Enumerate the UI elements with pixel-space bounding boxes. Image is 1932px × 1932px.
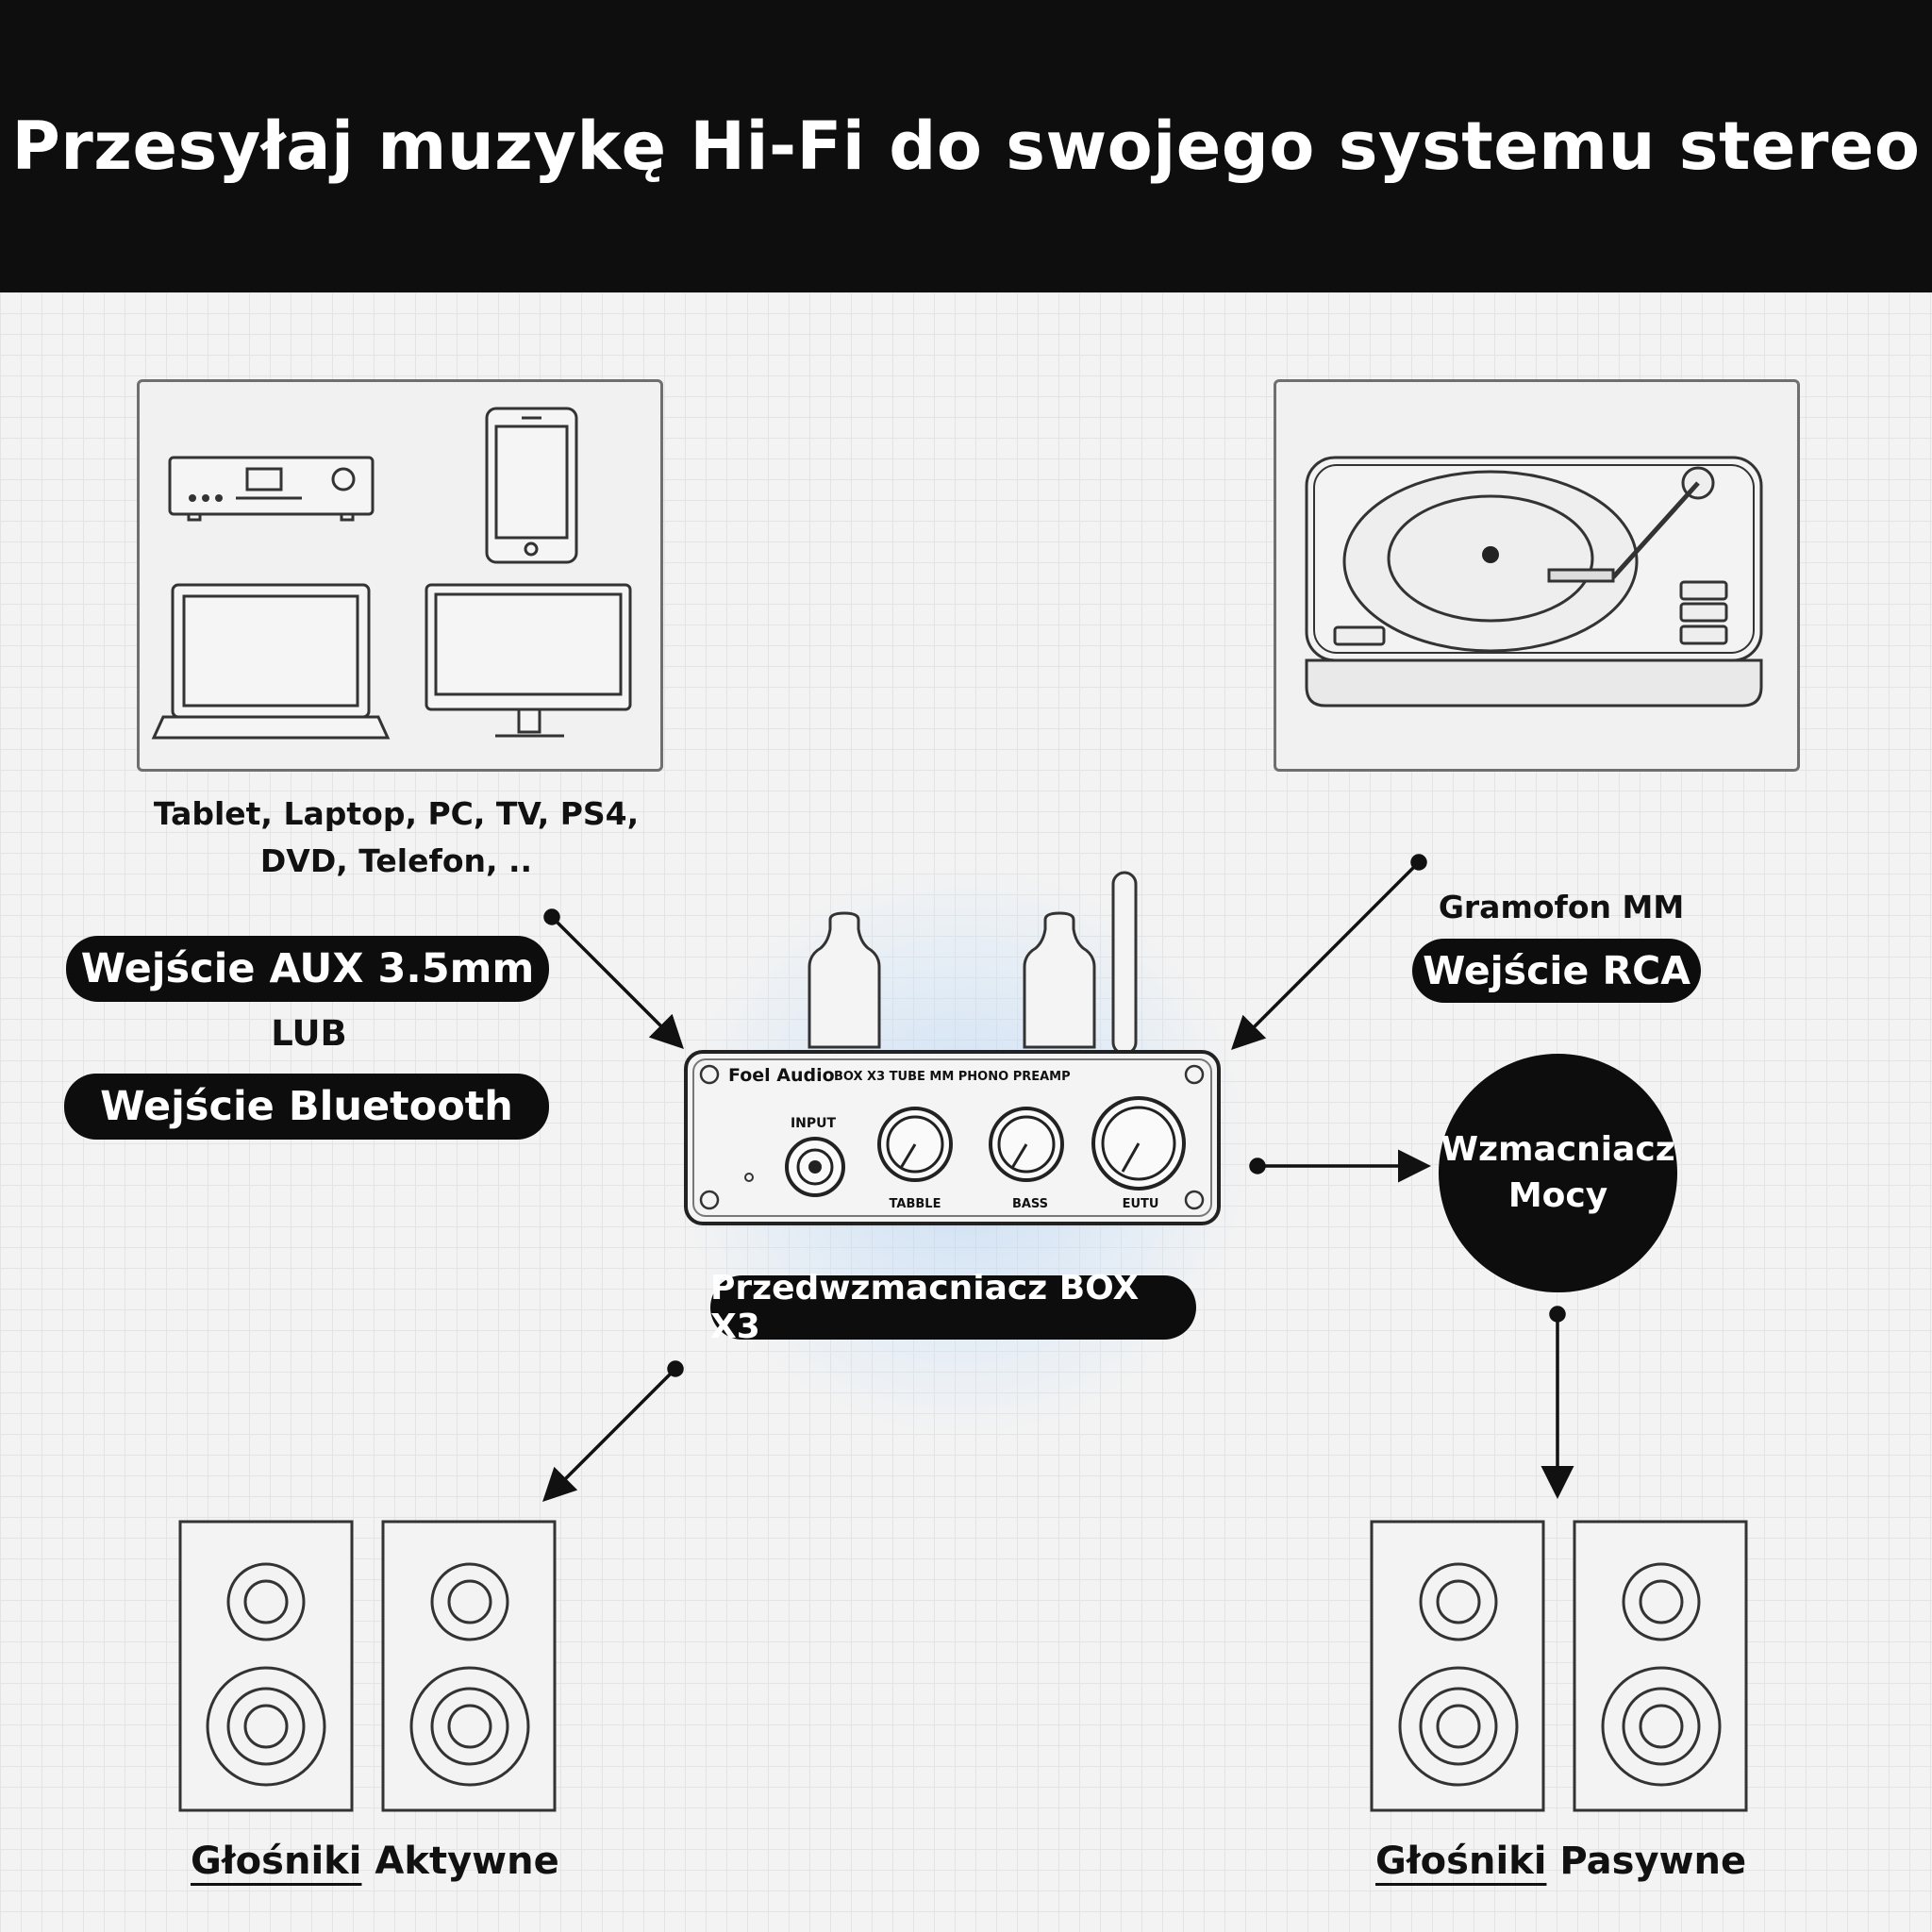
passive-speakers-icon — [1370, 1520, 1748, 1812]
knob2-label: BASS — [1012, 1197, 1048, 1211]
bluetooth-input-badge: Wejście Bluetooth — [64, 1074, 549, 1140]
knob3-label: EUTU — [1123, 1197, 1159, 1211]
receiver-icon — [168, 456, 375, 522]
speaker-left-2 — [381, 1520, 557, 1812]
or-label: LUB — [271, 1013, 347, 1054]
page-title: Przesyłaj muzykę Hi-Fi do swojego system… — [11, 108, 1921, 185]
header-bar: Przesyłaj muzykę Hi-Fi do swojego system… — [0, 0, 1932, 292]
antenna — [1111, 871, 1138, 1056]
active-speakers-icon — [178, 1520, 557, 1812]
amplifier-line1: Wzmacniacz — [1441, 1129, 1675, 1169]
aux-input-badge: Wejście AUX 3.5mm — [66, 936, 549, 1002]
speaker-right-2 — [1573, 1520, 1748, 1812]
preamp-name-badge: Przedwzmacniacz BOX X3 — [710, 1269, 1196, 1346]
active-speakers-label-part1: Głośniki — [191, 1840, 362, 1883]
phone-icon — [485, 407, 578, 564]
turntable-icon — [1305, 456, 1763, 708]
speaker-right-1 — [1370, 1520, 1545, 1812]
devices-caption-line1: Tablet, Laptop, PC, TV, PS4, — [153, 795, 640, 832]
active-speakers-label-part2: Aktywne — [375, 1840, 559, 1883]
power-amplifier-circle: Wzmacniacz Mocy — [1439, 1054, 1677, 1292]
arrows — [542, 854, 1574, 1502]
preamp-model-text: BOX X3 TUBE MM PHONO PREAMP — [834, 1070, 1071, 1084]
preamp-brand: Foel Audio — [728, 1065, 835, 1086]
tube-left — [808, 911, 881, 1049]
monitor-icon — [425, 583, 632, 738]
knob1-label: TABBLE — [890, 1197, 941, 1211]
laptop-icon — [151, 583, 391, 740]
passive-speakers-label-part1: Głośniki — [1375, 1840, 1547, 1883]
speaker-left-1 — [178, 1520, 354, 1812]
active-speakers-label: Głośniki Aktywne — [191, 1840, 559, 1883]
rca-input-badge: Wejście RCA — [1412, 939, 1701, 1003]
tube-right — [1023, 911, 1096, 1049]
amplifier-line2: Mocy — [1507, 1175, 1608, 1215]
devices-caption: Tablet, Laptop, PC, TV, PS4, DVD, Telefo… — [142, 791, 651, 885]
preamp-device: Foel Audio BOX X3 TUBE MM PHONO PREAMP I… — [684, 871, 1221, 1225]
passive-speakers-label: Głośniki Pasywne — [1375, 1840, 1746, 1883]
input-label: INPUT — [791, 1116, 837, 1131]
devices-caption-line2: DVD, Telefon, .. — [259, 842, 533, 879]
passive-speakers-label-part2: Pasywne — [1559, 1840, 1747, 1883]
turntable-caption: Gramofon MM — [1438, 889, 1685, 925]
